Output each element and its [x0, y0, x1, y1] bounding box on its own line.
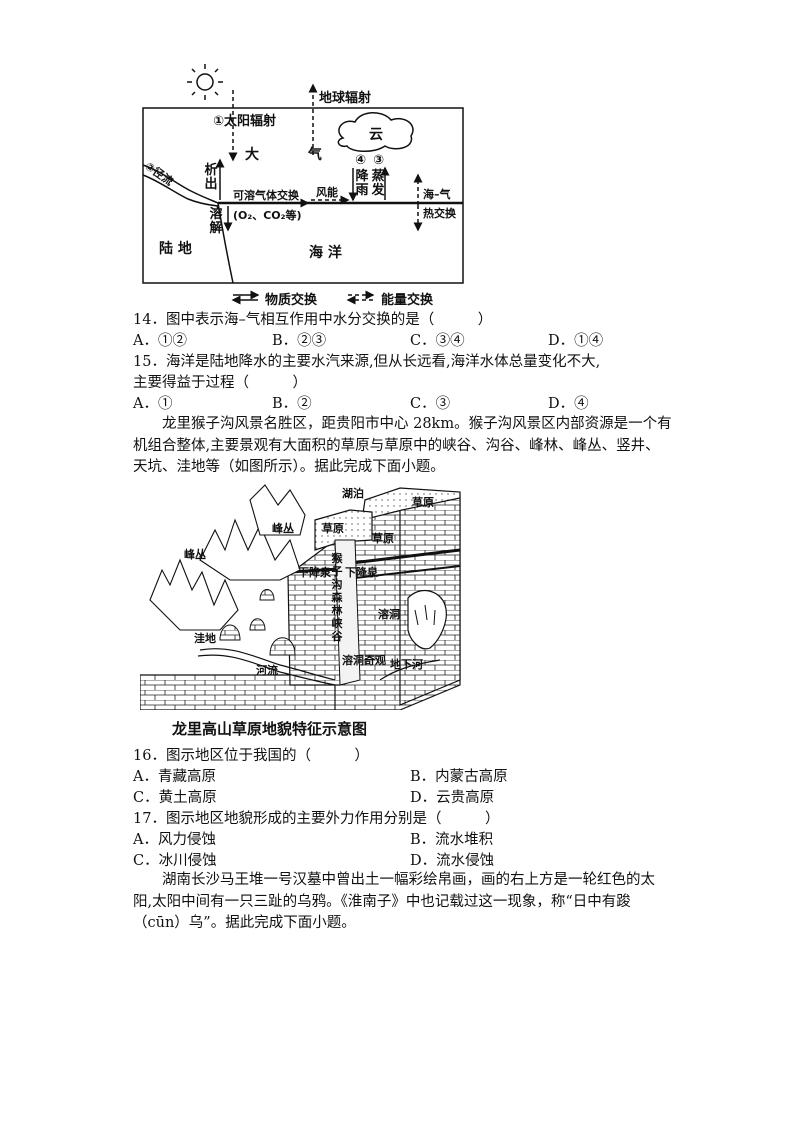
label-sun-radiation: ①太阳辐射: [213, 114, 277, 129]
label-atmosphere: 大 气: [245, 147, 344, 163]
label-grassland-3: 草原: [372, 532, 394, 545]
label-spring-2: 下降泉: [345, 566, 378, 579]
q16-option-b[interactable]: B．内蒙古高原: [410, 769, 508, 785]
label-monkey-valley: 猴子沟森林峡谷: [331, 552, 343, 643]
sea-air-diagram: ①太阳辐射 地球辐射 云 大 气 ②径流 析出 溶解 可溶气体交换 (O₂、CO…: [133, 60, 473, 310]
sea-air-diagram-drawing: [142, 64, 464, 305]
q14-stem: 14．图中表示海–气相互作用中水分交换的是（ ）: [133, 312, 493, 328]
q16-option-d[interactable]: D．云贵高原: [410, 790, 495, 806]
q14-option-c[interactable]: C．③④: [410, 333, 465, 349]
q17-option-d[interactable]: D．流水侵蚀: [410, 853, 495, 869]
label-river: 河流: [256, 664, 278, 677]
q15-stem-line2: 主要得益于过程（ ）: [133, 375, 307, 391]
karst-diagram-caption: 龙里高山草原地貌特征示意图: [172, 720, 368, 738]
label-cloud: 云: [369, 127, 383, 143]
q16-option-c[interactable]: C．黄土高原: [133, 790, 217, 806]
q17-option-b[interactable]: B．流水堆积: [410, 832, 494, 848]
label-karst-cave-wonder: 溶洞奇观: [342, 654, 386, 667]
q17-stem: 17．图示地区地貌形成的主要外力作用分别是（ ）: [133, 811, 500, 827]
label-grassland-1: 草原: [412, 496, 434, 509]
karst-diagram: 湖泊 草原 草原 草原 峰丛 峰丛 猴子沟森林峡谷 下降泉 下降泉 溶洞 洼地 …: [140, 480, 470, 745]
label-grassland-2: 草原: [322, 522, 344, 535]
label-precipitate: 析出: [204, 163, 218, 192]
q15-option-c[interactable]: C．③: [410, 396, 451, 412]
label-heat-exchange-2: 热交换: [423, 207, 456, 220]
legend-material-exchange: 物质交换: [265, 293, 318, 308]
karst-diagram-drawing: [140, 484, 461, 710]
label-land: 陆 地: [159, 241, 192, 257]
passage-longli: 龙里猴子沟风景名胜区，距贵阳市中心 28km。猴子沟风景区内部资源是一个有机组合…: [133, 416, 672, 475]
q15-option-d[interactable]: D．④: [548, 396, 589, 412]
label-precipitation: 降雨: [355, 169, 369, 198]
label-ocean: 海 洋: [309, 245, 342, 261]
label-underground-river: 地下河: [390, 658, 423, 671]
q16-option-a[interactable]: A．青藏高原: [133, 769, 216, 785]
label-dissolve: 溶解: [209, 207, 223, 236]
q14-option-a[interactable]: A．①②: [133, 333, 187, 349]
q15-option-a[interactable]: A．①: [133, 396, 173, 412]
label-evap-number: ③: [373, 153, 385, 168]
label-lake: 湖泊: [342, 487, 364, 500]
label-depression: 洼地: [194, 632, 216, 645]
q17-option-a[interactable]: A．风力侵蚀: [133, 832, 216, 848]
sun-icon: [187, 64, 223, 100]
label-peak-cluster-1: 峰丛: [272, 522, 294, 535]
label-evaporation: 蒸发: [371, 169, 385, 198]
label-heat-exchange-1: 海–气: [423, 188, 451, 201]
passage-mawangdui: 湖南长沙马王堆一号汉墓中曾出土一幅彩绘帛画，画的右上方是一轮红色的太阳,太阳中间…: [133, 872, 655, 931]
label-spring-1: 下降泉: [298, 566, 331, 579]
q15-stem-line1: 15．海洋是陆地降水的主要水汽来源,但从长远看,海洋水体总量变化不大,: [133, 354, 601, 370]
legend-energy-exchange: 能量交换: [381, 293, 434, 308]
label-cave: 溶洞: [378, 608, 400, 621]
label-gases: (O₂、CO₂等): [233, 209, 302, 222]
label-wind: 风能: [316, 186, 338, 199]
q17-option-c[interactable]: C．冰川侵蚀: [133, 853, 217, 869]
q14-option-b[interactable]: B．②③: [272, 333, 327, 349]
q14-option-d[interactable]: D．①④: [548, 333, 604, 349]
label-gas-exchange: 可溶气体交换: [233, 189, 299, 202]
label-earth-radiation: 地球辐射: [319, 91, 372, 106]
q15-option-b[interactable]: B．②: [272, 396, 312, 412]
label-precip-number: ④: [355, 153, 367, 168]
cloud-icon: [337, 112, 414, 152]
label-peak-cluster-2: 峰丛: [184, 548, 206, 561]
q16-stem: 16．图示地区位于我国的（ ）: [133, 748, 369, 764]
